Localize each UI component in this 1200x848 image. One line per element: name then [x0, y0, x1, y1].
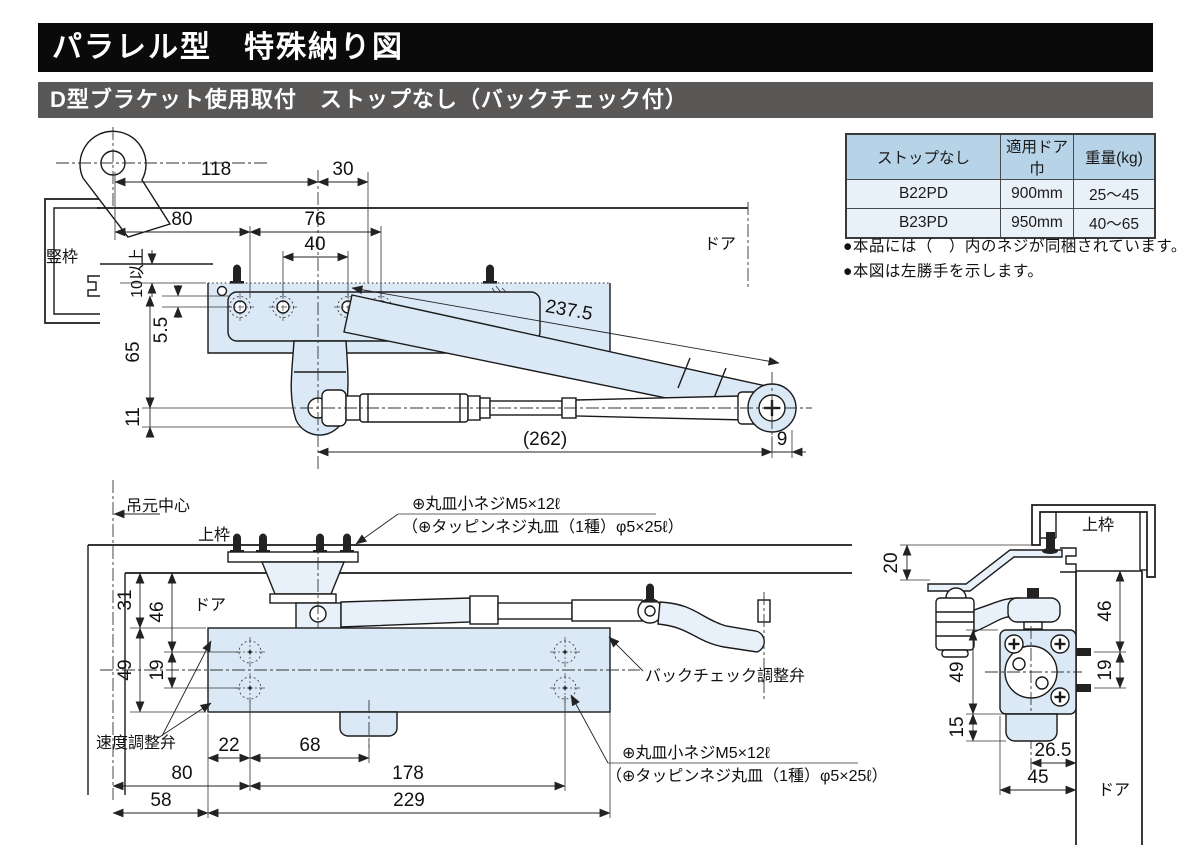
label-screw-bottom-1: ⊕丸皿小ネジM5×12ℓ: [622, 744, 770, 762]
dim-262: (262): [523, 429, 567, 450]
dim-76: 76: [304, 209, 325, 230]
front-view-callouts: 吊元中心 上枠 ドア 速度調整弁 バックチェック調整弁 ⊕丸皿小ネジM5×12ℓ…: [96, 495, 888, 785]
dim-26.5: 26.5: [1035, 740, 1072, 761]
note-line: ●本図は左勝手を示します。: [843, 263, 1044, 280]
mount-screw: [234, 636, 266, 668]
weight-cell: 40〜65: [1073, 208, 1156, 239]
dim-68: 68: [299, 735, 320, 756]
model-cell: B22PD: [845, 179, 1001, 209]
label-screw-top-2: （⊕タッピンネジ丸皿（1種）φ5×25ℓ）: [402, 518, 684, 536]
dim-237.5: 237.5: [544, 296, 594, 325]
mount-screw: [549, 636, 581, 668]
label-top-frame: 上枠: [198, 526, 230, 544]
dim-19: 19: [147, 659, 168, 680]
plate-bolt: [230, 264, 244, 284]
label-door: ドア: [194, 597, 226, 614]
page-title: パラレル型 特殊納り図: [38, 23, 1153, 72]
door-section: [1075, 570, 1143, 845]
lintel-section: [1031, 504, 1156, 578]
dim-10min: 10以上: [128, 248, 146, 298]
col-header-stop-type: ストップなし: [845, 133, 1001, 180]
label-top-frame: 上枠: [1082, 516, 1114, 534]
notes: ●本品には（ ）内のネジが同梱されています。 ●本図は左勝手を示します。: [843, 234, 1187, 284]
mount-screw: [549, 672, 581, 704]
page-title-text: パラレル型 特殊納り図: [52, 31, 404, 64]
dim-20: 20: [881, 552, 902, 573]
side-view: 20 46 19 49 15 26.5 45 上枠: [881, 504, 1156, 845]
d-bracket-plate: [56, 127, 268, 238]
label-door-top: ドア: [704, 236, 736, 253]
dim-118: 118: [201, 159, 231, 180]
dim-49: 49: [115, 659, 136, 680]
screw-hole: [268, 292, 298, 322]
label-door: ドア: [1098, 782, 1130, 799]
plate-bolt: [483, 264, 497, 284]
dim-22: 22: [218, 735, 239, 756]
dim-9: 9: [777, 429, 788, 450]
screw-hole: [225, 292, 255, 322]
dim-19: 19: [1095, 659, 1116, 680]
dim-46: 46: [1095, 600, 1116, 621]
dim-45: 45: [1027, 767, 1048, 788]
main-arm: [343, 294, 767, 417]
dim-30: 30: [332, 159, 353, 180]
dim-65: 65: [123, 341, 144, 362]
phillips-screw: [1003, 633, 1025, 655]
weight-cell: 25〜45: [1073, 179, 1156, 209]
side-bracket-arm: [927, 532, 1063, 658]
screw-hole: [366, 292, 396, 322]
door-width-cell: 950mm: [1000, 208, 1074, 239]
dim-46: 46: [147, 601, 168, 622]
label-tatewaku: 竪枠: [46, 248, 78, 266]
table-row: B22PD 900mm 25〜45: [845, 179, 1156, 209]
label-screw-top-1: ⊕丸皿小ネジM5×12ℓ: [412, 495, 560, 513]
closer-body: [100, 627, 640, 748]
label-backcheck-valve: バックチェック調整弁: [645, 667, 805, 685]
mount-screw: [234, 672, 266, 704]
front-arm: [340, 583, 771, 700]
dim-11: 11: [123, 407, 144, 427]
top-view: 118 30 80 76 40 10以上 5.5: [44, 127, 812, 470]
vertical-frame-profile: [44, 198, 100, 324]
dim-58: 58: [150, 790, 171, 811]
dim-49: 49: [947, 661, 968, 682]
dim-178: 178: [392, 763, 424, 784]
table-row: B23PD 950mm 40〜65: [845, 208, 1156, 239]
dim-80: 80: [171, 763, 192, 784]
model-cell: B23PD: [845, 208, 1001, 239]
spec-table: ストップなし 適用ドア巾 重量(kg) B22PD 900mm 25〜45 B2…: [845, 133, 1156, 239]
forearm-link: [300, 372, 812, 452]
label-speed-valve: 速度調整弁: [96, 734, 176, 752]
top-view-dimensions: 118 30 80 76 40 10以上 5.5: [114, 159, 806, 470]
dim-5.5: 5.5: [151, 317, 172, 343]
screw-hole: [333, 292, 363, 322]
closer-plate: [207, 282, 611, 354]
section-subtitle: D型ブラケット使用取付 ストップなし（バックチェック付）: [38, 82, 1153, 118]
side-view-dimensions: 20 46 19 49 15 26.5 45: [881, 544, 1126, 795]
front-view: 31 46 49 19 22 68 80 178 58: [87, 480, 888, 818]
dim-229: 229: [393, 790, 425, 811]
front-view-dimensions: 31 46 49 19 22 68 80 178 58: [112, 572, 611, 818]
phillips-screw: [1049, 686, 1071, 708]
door-width-cell: 900mm: [1000, 179, 1074, 209]
phillips-screw: [1049, 633, 1071, 655]
dim-80: 80: [171, 209, 192, 230]
label-screw-bottom-2: （⊕タッピンネジ丸皿（1種）φ5×25ℓ）: [606, 767, 888, 785]
section-subtitle-text: D型ブラケット使用取付 ストップなし（バックチェック付）: [50, 87, 688, 112]
spec-table-header-row: ストップなし 適用ドア巾 重量(kg): [845, 133, 1156, 180]
dim-40: 40: [304, 234, 325, 255]
side-body: [985, 626, 1091, 770]
dim-15: 15: [947, 716, 968, 737]
col-header-weight: 重量(kg): [1073, 133, 1156, 180]
note-line: ●本品には（ ）内のネジが同梱されています。: [843, 238, 1187, 255]
arm-bracket: [227, 291, 541, 436]
top-bracket: [227, 533, 359, 712]
dim-31: 31: [115, 589, 136, 610]
label-hinge-center: 吊元中心: [126, 497, 190, 515]
col-header-door-width: 適用ドア巾: [1000, 133, 1074, 180]
